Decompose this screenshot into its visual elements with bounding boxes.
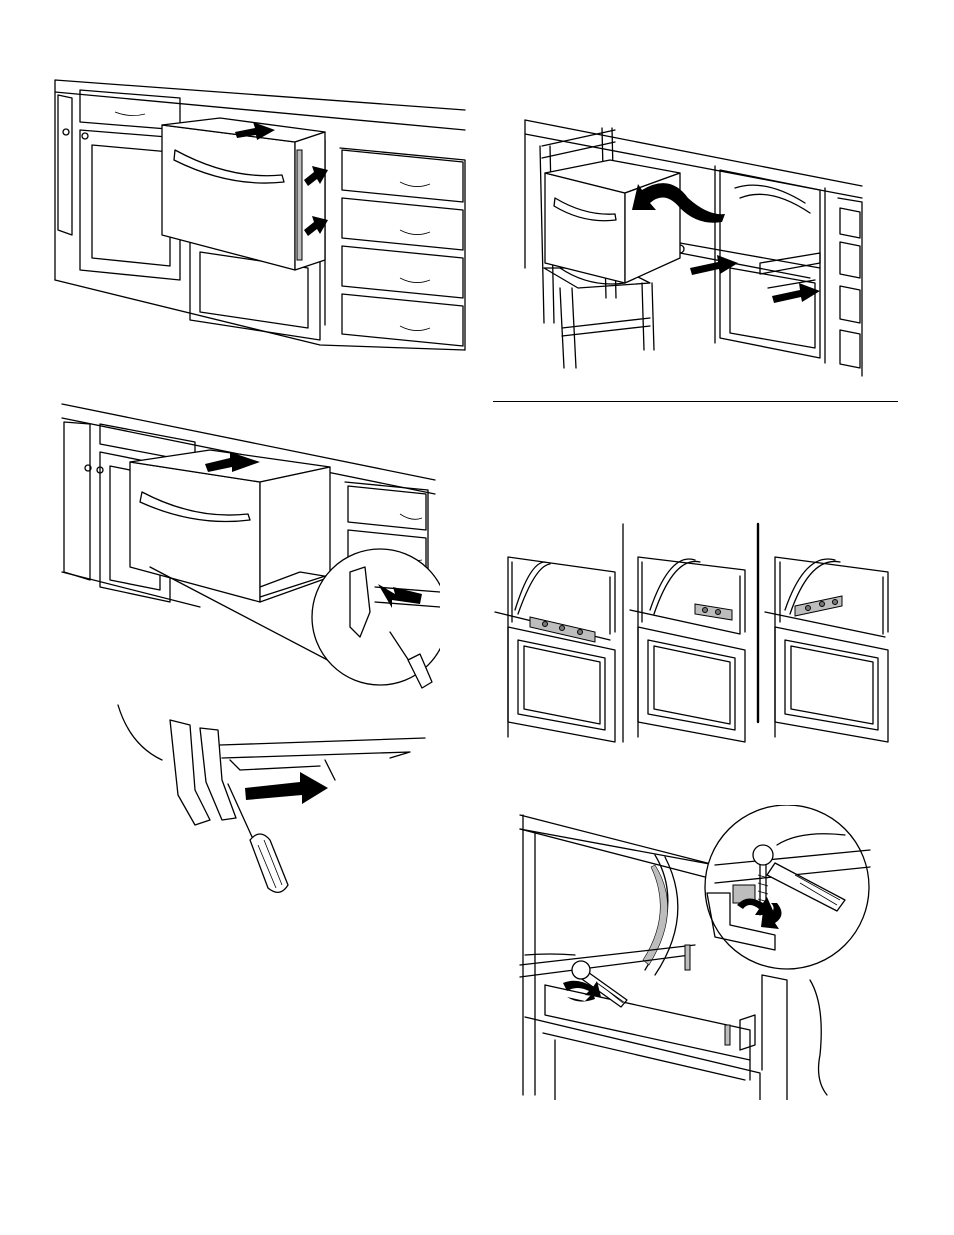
drawer-icon [545, 160, 680, 284]
figure-drawer-on-chair [520, 118, 865, 378]
drawer-icon [162, 118, 325, 270]
figure-drawer-installed [50, 70, 470, 370]
cabinet-icon [118, 705, 425, 825]
arrow-icon [245, 772, 328, 804]
figure-release-tab-detail [110, 700, 435, 905]
figure-drawer-pull-out [60, 402, 440, 692]
arrow-icon [690, 255, 820, 303]
panel-right [765, 557, 888, 742]
figure-leveling-screw [515, 805, 875, 1100]
panel-left [495, 557, 615, 742]
figure-bracket-positions [490, 522, 900, 747]
panel-middle [630, 557, 745, 742]
rotate-arrow-icon [563, 981, 601, 1002]
bracket-icon [695, 604, 732, 620]
bracket-icon [795, 596, 842, 616]
screwdriver-icon [228, 784, 288, 892]
section-divider [493, 401, 898, 402]
